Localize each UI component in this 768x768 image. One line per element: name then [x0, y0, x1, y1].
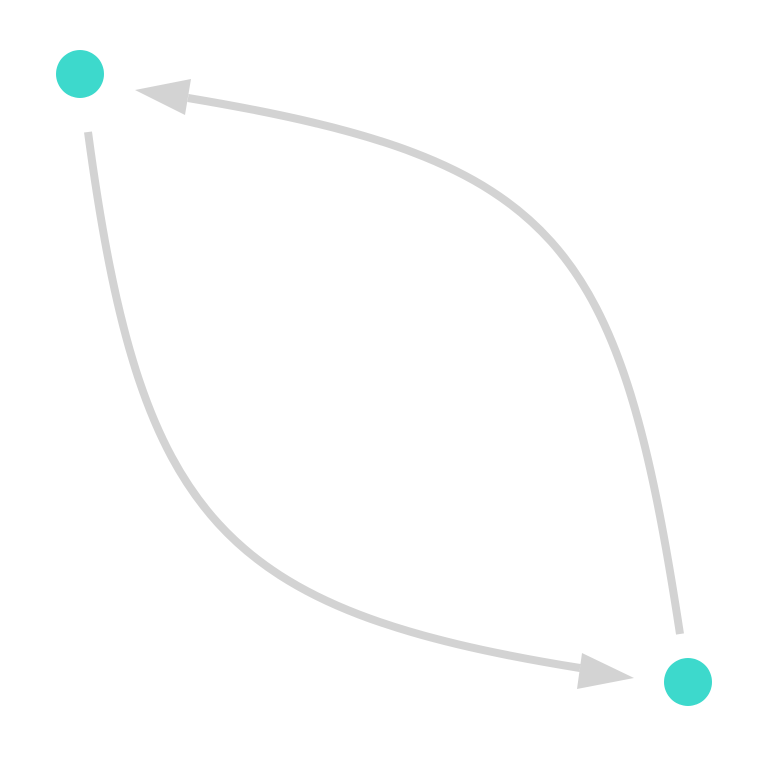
edge-b-to-a-arrowhead	[135, 79, 191, 115]
edge-b-to-a	[187, 94, 684, 635]
edge-a-to-b-arrowhead	[577, 653, 634, 689]
graph-node-b[interactable]	[664, 658, 712, 706]
graph-node-a[interactable]	[56, 50, 104, 98]
edge-a-to-b	[84, 131, 581, 672]
